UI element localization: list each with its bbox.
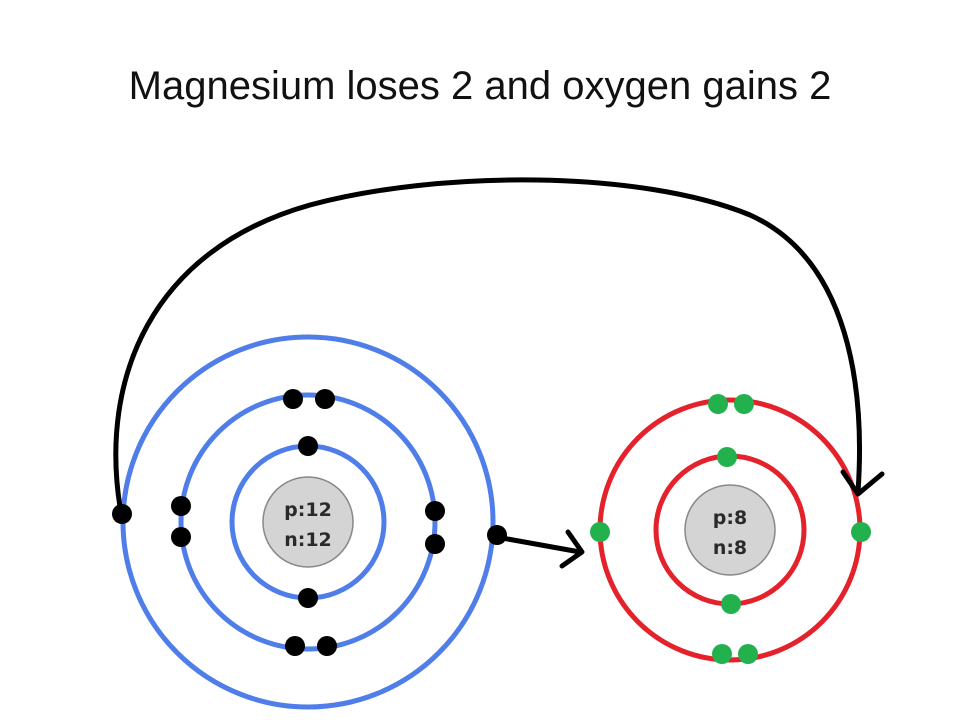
oxygen-nucleus <box>684 484 776 576</box>
straight-transfer-arrow <box>499 535 583 555</box>
oxygen-electron <box>590 522 610 542</box>
magnesium-protons-label: p:12 <box>284 499 332 521</box>
magnesium-neutrons-label: n:12 <box>284 529 332 551</box>
magnesium-valence-electron <box>112 504 132 524</box>
magnesium-nucleus <box>262 476 354 568</box>
curved-transfer-arrow <box>113 177 862 510</box>
magnesium-middle-shell <box>178 392 438 652</box>
slide-title: Magnesium loses 2 and oxygen gains 2 <box>128 64 832 108</box>
oxygen-electron <box>851 522 871 542</box>
magnesium-electron <box>425 501 445 521</box>
magnesium-electron <box>298 588 318 608</box>
transfer-arrows <box>113 177 885 569</box>
magnesium-electron <box>283 389 303 409</box>
oxygen-electron <box>738 644 758 664</box>
oxygen-electron <box>721 594 741 614</box>
oxygen-electron <box>717 447 737 467</box>
oxygen-atom: p:8 n:8 <box>590 394 871 664</box>
magnesium-electron <box>285 636 305 656</box>
oxygen-electron <box>712 644 732 664</box>
oxygen-neutrons-label: n:8 <box>713 537 747 559</box>
magnesium-electron <box>171 527 191 547</box>
oxygen-electron <box>734 394 754 414</box>
magnesium-valence-electron <box>487 525 507 545</box>
magnesium-electron <box>425 534 445 554</box>
magnesium-atom: p:12 n:12 <box>112 334 507 710</box>
oxygen-electron <box>708 394 728 414</box>
magnesium-electron <box>317 636 337 656</box>
magnesium-electron <box>171 496 191 516</box>
straight-arrow-head <box>559 529 585 569</box>
magnesium-electron <box>298 436 318 456</box>
magnesium-electron <box>315 389 335 409</box>
curved-arrow-head <box>840 469 885 497</box>
oxygen-protons-label: p:8 <box>713 507 747 529</box>
